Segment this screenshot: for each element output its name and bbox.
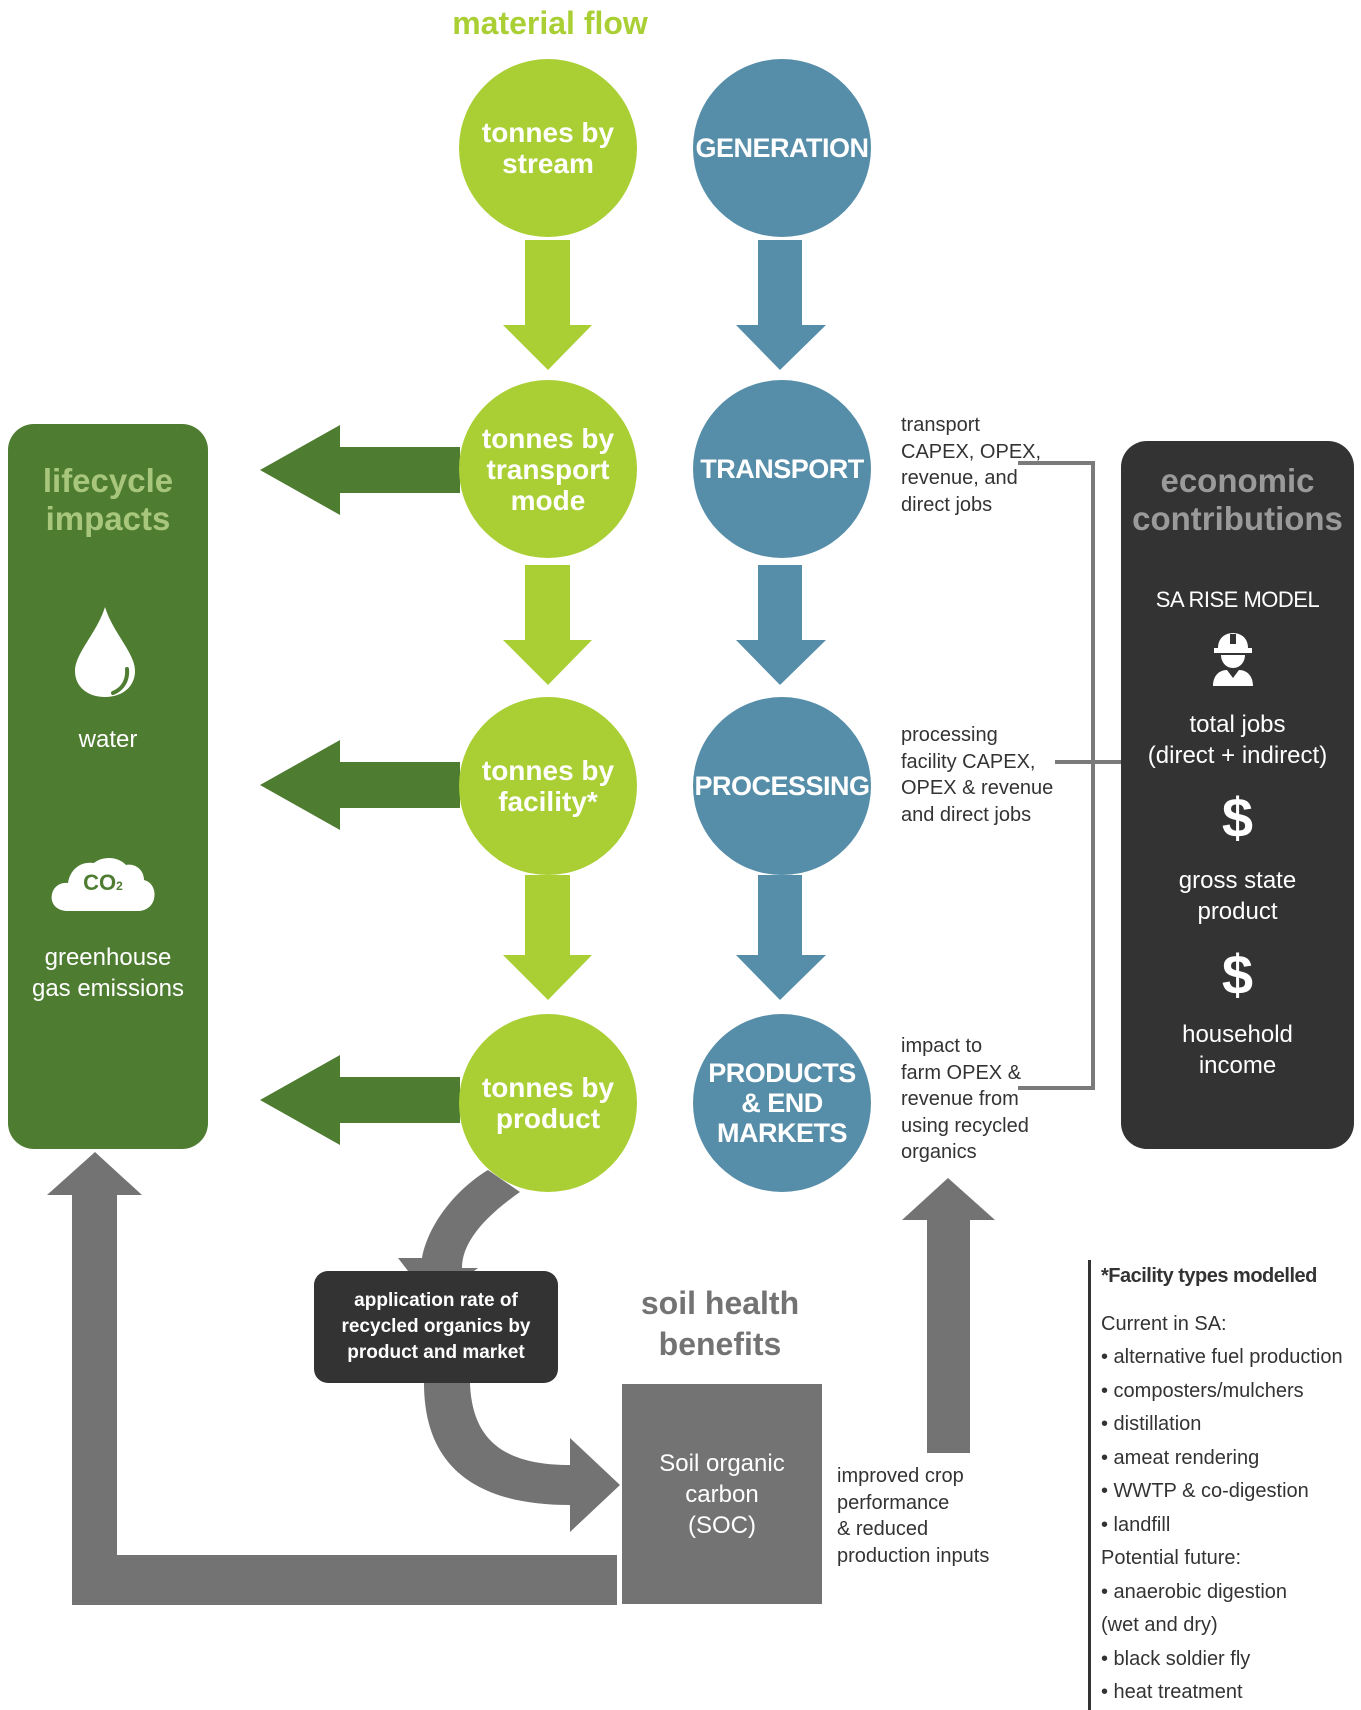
model-label: SA RISE MODEL — [1155, 587, 1320, 612]
worker-icon — [1213, 633, 1253, 686]
note-products: impact to farm OPEX & revenue from using… — [901, 1035, 1029, 1163]
down-arrow — [736, 565, 826, 685]
node-tonnes-by-product: tonnes by product — [459, 1014, 637, 1192]
facility-heading: *Facility types modelled — [1101, 1265, 1317, 1287]
down-arrow — [503, 565, 592, 685]
node-tonnes-by-facility: tonnes by facility* — [459, 697, 637, 875]
list-item: (wet and dry) — [1101, 1614, 1218, 1636]
water-label: water — [78, 726, 138, 753]
loop-arrow — [47, 1152, 617, 1605]
application-rate-box: application rate of recycled organics by… — [314, 1271, 558, 1383]
ghg-label: greenhouse gas emissions — [31, 944, 185, 1002]
household-income-label: household income — [1182, 1021, 1293, 1079]
node-transport: TRANSPORT — [693, 380, 871, 558]
node-processing: PROCESSING — [693, 697, 871, 875]
dollar-icon: $ — [1221, 943, 1254, 1006]
left-arrow — [260, 425, 460, 515]
down-arrow — [736, 240, 826, 370]
node-tonnes-by-stream: tonnes by stream — [459, 59, 637, 237]
current-label: Current in SA: — [1101, 1312, 1227, 1335]
left-arrow — [260, 740, 460, 830]
co2-cloud-icon: CO2 — [50, 855, 156, 913]
left-arrow — [260, 1055, 460, 1145]
water-drop-icon — [75, 607, 135, 697]
page-title: material flow — [452, 5, 648, 41]
gsp-label: gross state product — [1178, 867, 1297, 925]
economic-title: economic contributions — [1132, 462, 1343, 537]
bracket — [1018, 461, 1095, 1090]
soc-box: Soil organic carbon (SOC) — [622, 1384, 822, 1604]
list-item: • anaerobic digestion — [1101, 1580, 1288, 1603]
lifecycle-title: lifecycle impacts — [42, 462, 174, 537]
facility-types-list: *Facility types modelled Current in SA: … — [1088, 1260, 1361, 1710]
list-item: • composters/mulchers — [1101, 1379, 1304, 1402]
dollar-icon: $ — [1221, 786, 1254, 849]
down-arrow — [503, 875, 592, 1000]
soil-health-title: soil health benefits — [640, 1285, 800, 1362]
list-item: • landfill — [1101, 1513, 1171, 1536]
curved-arrow — [398, 1170, 520, 1302]
list-item: • black soldier fly — [1101, 1647, 1251, 1670]
total-jobs-label: total jobs (direct + indirect) — [1147, 711, 1328, 769]
down-arrow — [736, 875, 826, 1000]
lifecycle-panel — [8, 424, 208, 1149]
node-products-end-markets: PRODUCTS & END MARKETS — [693, 1014, 871, 1192]
node-tonnes-by-transport-mode: tonnes by transport mode — [459, 380, 637, 558]
node-generation: GENERATION — [693, 59, 871, 237]
list-item: • distillation — [1101, 1413, 1202, 1435]
list-item: • WWTP & co-digestion — [1101, 1480, 1309, 1502]
note-crop: improved crop performance & reduced prod… — [837, 1465, 990, 1567]
list-item: • alternative fuel production — [1101, 1346, 1343, 1368]
down-arrow — [503, 240, 592, 370]
up-arrow — [902, 1178, 995, 1453]
future-label: Potential future: — [1101, 1547, 1242, 1569]
list-item: • ameat rendering — [1101, 1446, 1260, 1469]
list-item: • heat treatment — [1101, 1681, 1243, 1703]
note-transport: transport CAPEX, OPEX, revenue, and dire… — [901, 414, 1042, 516]
economic-panel — [1121, 441, 1354, 1149]
note-processing: processing facility CAPEX, OPEX & revenu… — [901, 724, 1054, 826]
curved-arrow — [424, 1383, 620, 1532]
